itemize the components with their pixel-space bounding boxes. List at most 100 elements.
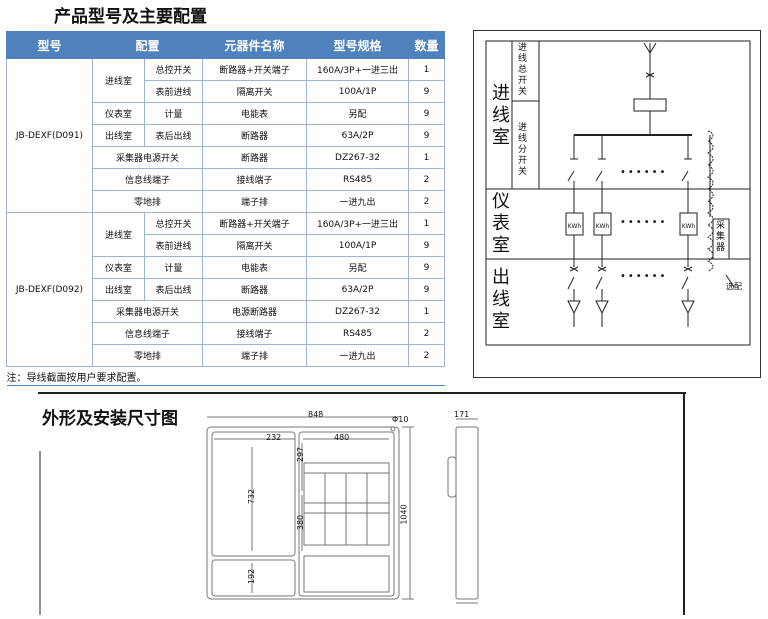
breaker-mark (645, 72, 655, 78)
qty-cell: 9 (408, 102, 446, 125)
category-cell: 出线室 (92, 124, 145, 147)
isolation-switch (567, 158, 578, 193)
outgoing-arrow (681, 300, 695, 315)
collector-box (712, 218, 730, 260)
config-cell: 采集器电源开关 (91, 300, 204, 323)
config-cell: 信息线端子 (91, 168, 204, 191)
table-row: 采集器电源开关 断路器 DZ267-32 1 (7, 146, 446, 169)
spec-cell: RS485 (306, 168, 410, 191)
table-note: 注：导线截面按用户要求配置。 (6, 366, 445, 386)
meter-label: KWh (595, 223, 610, 230)
section-label-outgoing: 出线室 (492, 267, 510, 332)
component-cell: 端子排 (202, 344, 308, 367)
qty-cell: 1 (408, 212, 446, 235)
meter-label: KWh (681, 223, 696, 230)
component-cell: 接线端子 (202, 168, 308, 191)
table-row: JB-DEXF(D091) 进线室 总控开关 断路器+开关端子 160A/3P+… (6, 58, 446, 213)
table-note-row: 注：导线截面按用户要求配置。 (6, 366, 445, 386)
component-cell: 电能表 (202, 102, 308, 125)
header-qty: 数量 (408, 31, 446, 59)
component-cell: 断路器 (202, 146, 308, 169)
schematic-svg (485, 40, 751, 346)
table-row: 信息线端子 接线端子 RS485 2 (7, 322, 446, 345)
spec-cell: 63A/2P (306, 278, 410, 301)
table-row: JB-DEXF(D092) 进线室 总控开关 断路器+开关端子 160A/3P+… (6, 212, 446, 367)
spec-cell: RS485 (306, 322, 410, 345)
mount-hole (390, 426, 396, 432)
spec-cell: 160A/3P+一进三出 (306, 212, 410, 235)
ellipsis-dots: •••••• (620, 271, 668, 282)
qty-cell: 2 (408, 168, 446, 191)
spec-cell: DZ267-32 (306, 146, 410, 169)
config-cell: 采集器电源开关 (91, 146, 204, 169)
table-row: 零地排 端子排 一进九出 2 (7, 190, 446, 213)
side-view (455, 426, 479, 600)
qty-cell: 2 (408, 190, 446, 213)
sub-label-main-switch: 进线总开关 (518, 43, 528, 97)
meter-label: KWh (567, 223, 582, 230)
subcategory-cell: 总控开关 (143, 58, 204, 81)
category-cell: 仪表室 (92, 256, 145, 279)
collector-label: 采集器 (716, 221, 726, 253)
component-cell: 断路器 (202, 278, 308, 301)
table-row: 仪表室 计量 电能表 另配 9 (7, 102, 446, 125)
component-cell: 隔离开关 (202, 80, 308, 103)
component-cell: 端子排 (202, 190, 308, 213)
config-cell: 零地排 (91, 190, 204, 213)
header-config: 配置 (91, 31, 204, 59)
component-cell: 隔离开关 (202, 234, 308, 257)
dim-height-left-bottom: 192 (247, 568, 257, 585)
sub-label-branch-switch: 进线分开关 (518, 123, 528, 177)
header-component: 元器件名称 (202, 31, 308, 59)
qty-cell: 1 (408, 300, 446, 323)
component-cell: 断路器+开关端子 (202, 212, 308, 235)
page-title: 产品型号及主要配置 (54, 7, 207, 27)
model-cell: JB-DEXF(D092) (6, 212, 93, 367)
optional-label: 选配 (726, 282, 742, 291)
table-row: 零地排 端子排 一进九出 2 (7, 344, 446, 367)
dim-width-left: 232 (266, 433, 282, 442)
qty-cell: 9 (408, 278, 446, 301)
spec-cell: 160A/3P+一进三出 (306, 58, 410, 81)
component-cell: 电能表 (202, 256, 308, 279)
subcategory-cell: 计量 (143, 102, 204, 125)
outgoing-breaker (681, 266, 693, 301)
dim-width-right: 480 (334, 433, 350, 442)
table-header-row: 型号 配置 元器件名称 型号规格 数量 (6, 31, 446, 59)
table-row: 表前进线 隔离开关 100A/1P 9 (7, 234, 446, 257)
schematic-frame (485, 40, 751, 346)
ellipsis-dots: •••••• (620, 217, 668, 228)
component-cell: 电源断路器 (202, 300, 308, 323)
dim-height-left-top: 732 (247, 488, 257, 505)
component-cell: 断路器 (202, 124, 308, 147)
right-door (298, 431, 395, 597)
outgoing-breaker (567, 266, 579, 301)
config-cell: 信息线端子 (91, 322, 204, 345)
outgoing-arrow (567, 300, 581, 315)
dim-hole: Φ10 (392, 415, 409, 424)
section-label-meter: 仪表室 (492, 191, 510, 256)
subcategory-cell: 表前进线 (143, 80, 204, 103)
subcategory-cell: 计量 (143, 256, 204, 279)
dim-height-right-top: 297 (296, 446, 306, 463)
cabinet-outline (206, 426, 400, 600)
model-cell: JB-DEXF(D091) (6, 58, 93, 213)
spec-cell: 一进九出 (306, 344, 410, 367)
spec-cell: 另配 (306, 256, 410, 279)
qty-cell: 2 (408, 322, 446, 345)
outgoing-breaker (595, 266, 607, 301)
left-bottom-door (211, 559, 296, 597)
qty-cell: 9 (408, 80, 446, 103)
left-door (211, 431, 296, 557)
config-cell: 零地排 (91, 344, 204, 367)
table-row: 表前进线 隔离开关 100A/1P 9 (7, 80, 446, 103)
category-cell: 进线室 (92, 58, 145, 103)
category-cell: 仪表室 (92, 102, 145, 125)
spec-cell: 100A/1P (306, 80, 410, 103)
table-row: 仪表室 计量 电能表 另配 9 (7, 256, 446, 279)
dim-depth: 171 (454, 410, 470, 419)
spec-table: 型号 配置 元器件名称 型号规格 数量 JB-DEXF(D091) 进线室 总控… (6, 31, 446, 386)
ellipsis-dots: •••••• (620, 167, 668, 178)
subcategory-cell: 表前进线 (143, 234, 204, 257)
wiring-schematic: 进线室 进线总开关 进线分开关 仪表室 出线室 KWh KWh KWh 采集器 … (473, 30, 761, 378)
